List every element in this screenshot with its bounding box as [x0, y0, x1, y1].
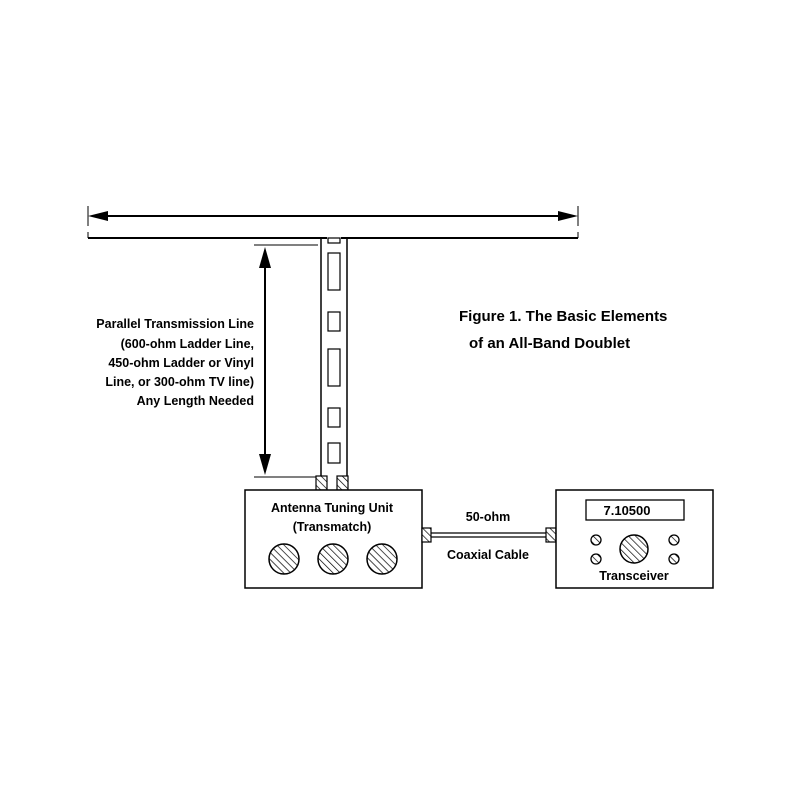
coax-label-bottom: Coaxial Cable	[447, 548, 529, 562]
ladder-window	[327, 442, 341, 464]
transceiver: 7.10500 Transceiver	[545, 489, 714, 589]
arrowhead-up	[259, 247, 271, 268]
small-knob	[590, 553, 602, 565]
small-knob	[668, 534, 680, 546]
transceiver-name: Transceiver	[599, 569, 669, 583]
feedline-label: Parallel Transmission Line (600-ohm Ladd…	[96, 317, 254, 408]
ladder-line	[315, 237, 349, 491]
coax-cable: 50-ohm Coaxial Cable	[431, 510, 546, 562]
figure-title-line2: of an All-Band Doublet	[469, 335, 630, 352]
arrowhead-left	[88, 211, 108, 221]
coax-label-top: 50-ohm	[466, 510, 510, 524]
atu-knob	[268, 543, 300, 575]
figure-title-line1: Figure 1. The Basic Elements	[459, 308, 667, 325]
figure-title: Figure 1. The Basic Elements of an All-B…	[459, 308, 667, 352]
feedline-length-arrow	[254, 244, 318, 478]
frequency-readout: 7.10500	[604, 503, 651, 518]
ladder-window	[327, 311, 341, 332]
doublet-antenna	[87, 232, 579, 239]
feedline-label-line4: Line, or 300-ohm TV line)	[105, 375, 254, 389]
small-knob	[668, 553, 680, 565]
transceiver-coax-connector	[545, 527, 557, 543]
small-knob	[590, 534, 602, 546]
atu-coax-connector	[421, 527, 432, 543]
ladder-spacer	[327, 237, 341, 244]
feedline-label-line5: Any Length Needed	[137, 394, 254, 408]
main-tuning-knob	[619, 534, 649, 564]
feedline-label-line3: 450-ohm Ladder or Vinyl	[108, 356, 254, 370]
ladder-window	[327, 348, 341, 387]
atu-name-line2: (Transmatch)	[293, 520, 372, 534]
frequency-display	[585, 499, 685, 521]
antenna-tuning-unit: Antenna Tuning Unit (Transmatch)	[244, 489, 432, 589]
feedline-label-line1: Parallel Transmission Line	[96, 317, 254, 331]
feedline-terminal-left	[315, 475, 328, 491]
ladder-window	[327, 252, 341, 291]
arrowhead-right	[558, 211, 578, 221]
atu-knob	[366, 543, 398, 575]
arrowhead-down	[259, 454, 271, 475]
antenna-length-arrow	[87, 206, 579, 226]
ladder-window	[327, 407, 341, 428]
atu-knob	[317, 543, 349, 575]
atu-name-line1: Antenna Tuning Unit	[271, 501, 394, 515]
feedline-label-line2: (600-ohm Ladder Line,	[121, 337, 254, 351]
feedline-terminal-right	[336, 475, 349, 491]
